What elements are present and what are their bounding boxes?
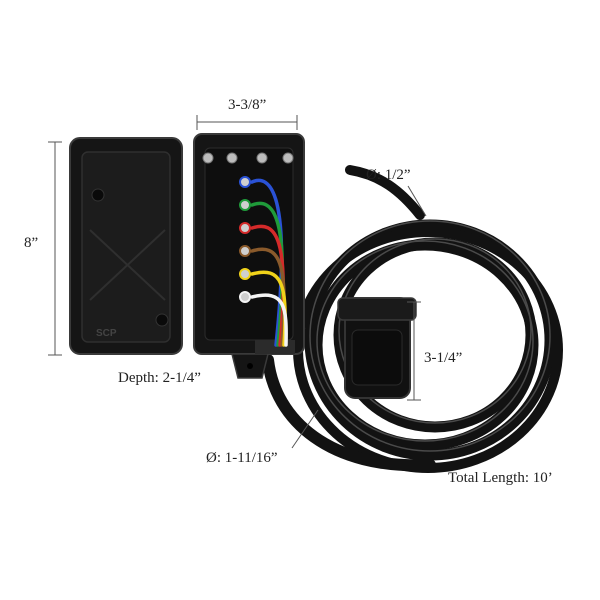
junction-box-lid xyxy=(69,137,183,355)
top-stud xyxy=(226,152,238,164)
dimension-lines xyxy=(48,115,427,449)
terminal-stud xyxy=(239,199,251,211)
wire xyxy=(250,293,288,347)
terminal-stud xyxy=(239,268,251,280)
terminal-stud xyxy=(239,291,251,303)
wire-bundle xyxy=(250,178,288,347)
terminal-stud xyxy=(239,245,251,257)
terminal-stud xyxy=(239,222,251,234)
trailer-plug xyxy=(337,297,417,399)
total-length-label: Total Length: 10’ xyxy=(448,470,553,486)
cable-highlights xyxy=(309,220,551,452)
top-stud xyxy=(282,152,294,164)
terminal-stud xyxy=(239,176,251,188)
height-dimension-label: 8” xyxy=(24,235,39,251)
top-stud xyxy=(202,152,214,164)
cable-diameter-label: Ø: 1/2” xyxy=(366,167,411,183)
terminal-studs xyxy=(202,152,294,303)
scp-logo: SCP xyxy=(96,328,117,339)
width-dimension-label: 3-3/8” xyxy=(228,97,267,113)
plug-diameter-label: Ø: 1-11/16” xyxy=(206,450,278,466)
plug-length-label: 3-1/4” xyxy=(424,350,463,366)
depth-dimension-label: Depth: 2-1/4” xyxy=(118,370,201,386)
top-stud xyxy=(256,152,268,164)
